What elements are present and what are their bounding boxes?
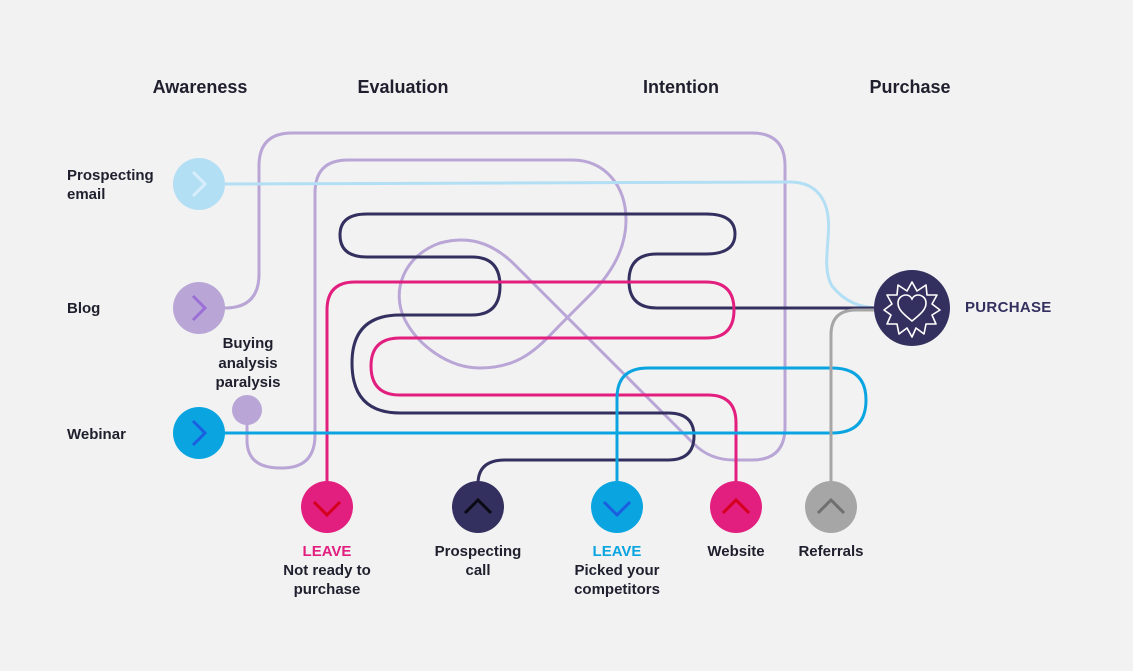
chevron-right-icon (191, 294, 208, 322)
chevron-up-icon (816, 497, 846, 515)
paralysis-label: Buying analysis paralysis (215, 335, 281, 391)
stage-intention: Intention (643, 77, 719, 97)
source-node-webinar (173, 407, 225, 459)
exit-node-competitors (591, 481, 643, 533)
exit-label-website: Website (707, 542, 764, 561)
purchase-label: PURCHASE (965, 299, 1052, 316)
exit-node-website (710, 481, 762, 533)
chevron-right-icon (191, 419, 208, 447)
heart-badge-icon (883, 281, 941, 338)
exit-text: Referrals (798, 543, 864, 560)
stage-awareness: Awareness (152, 77, 248, 97)
chevron-down-icon (312, 500, 342, 518)
chevron-up-icon (463, 497, 493, 515)
source-node-blog (173, 282, 225, 334)
exit-node-not-ready (301, 481, 353, 533)
exit-label-not-ready: LEAVE Not ready to purchase (283, 542, 371, 599)
chevron-up-icon (721, 497, 751, 515)
chevron-right-icon (191, 170, 208, 198)
leave-title: LEAVE (592, 543, 642, 560)
blog-path (223, 131, 787, 470)
exit-label-competitors: LEAVE Picked your competitors (574, 542, 660, 599)
source-label-webinar: Webinar (67, 426, 126, 443)
source-label-email: Prospecting email (67, 167, 154, 203)
referrals-path (829, 308, 882, 494)
chevron-down-icon (602, 500, 632, 518)
exit-label-referrals: Referrals (798, 542, 863, 561)
exit-text: Not ready to purchase (283, 562, 371, 598)
source-node-email (173, 158, 225, 210)
leave-title: LEAVE (302, 543, 352, 560)
purchase-node (874, 270, 950, 346)
email-path (223, 180, 882, 310)
not-ready-path (325, 280, 738, 494)
webinar-path (223, 366, 868, 494)
exit-node-prospecting-call (452, 481, 504, 533)
stage-evaluation: Evaluation (357, 77, 449, 97)
exit-node-referrals (805, 481, 857, 533)
exit-text: Website (707, 543, 765, 560)
paralysis-dot (232, 395, 262, 425)
exit-label-prospecting-call: Prospecting call (435, 542, 522, 580)
exit-text: Prospecting call (434, 543, 522, 579)
exit-text: Picked your competitors (574, 562, 660, 598)
prospecting-call-path (338, 212, 882, 494)
source-label-blog: Blog (67, 300, 101, 317)
stage-purchase: Purchase (869, 77, 951, 97)
